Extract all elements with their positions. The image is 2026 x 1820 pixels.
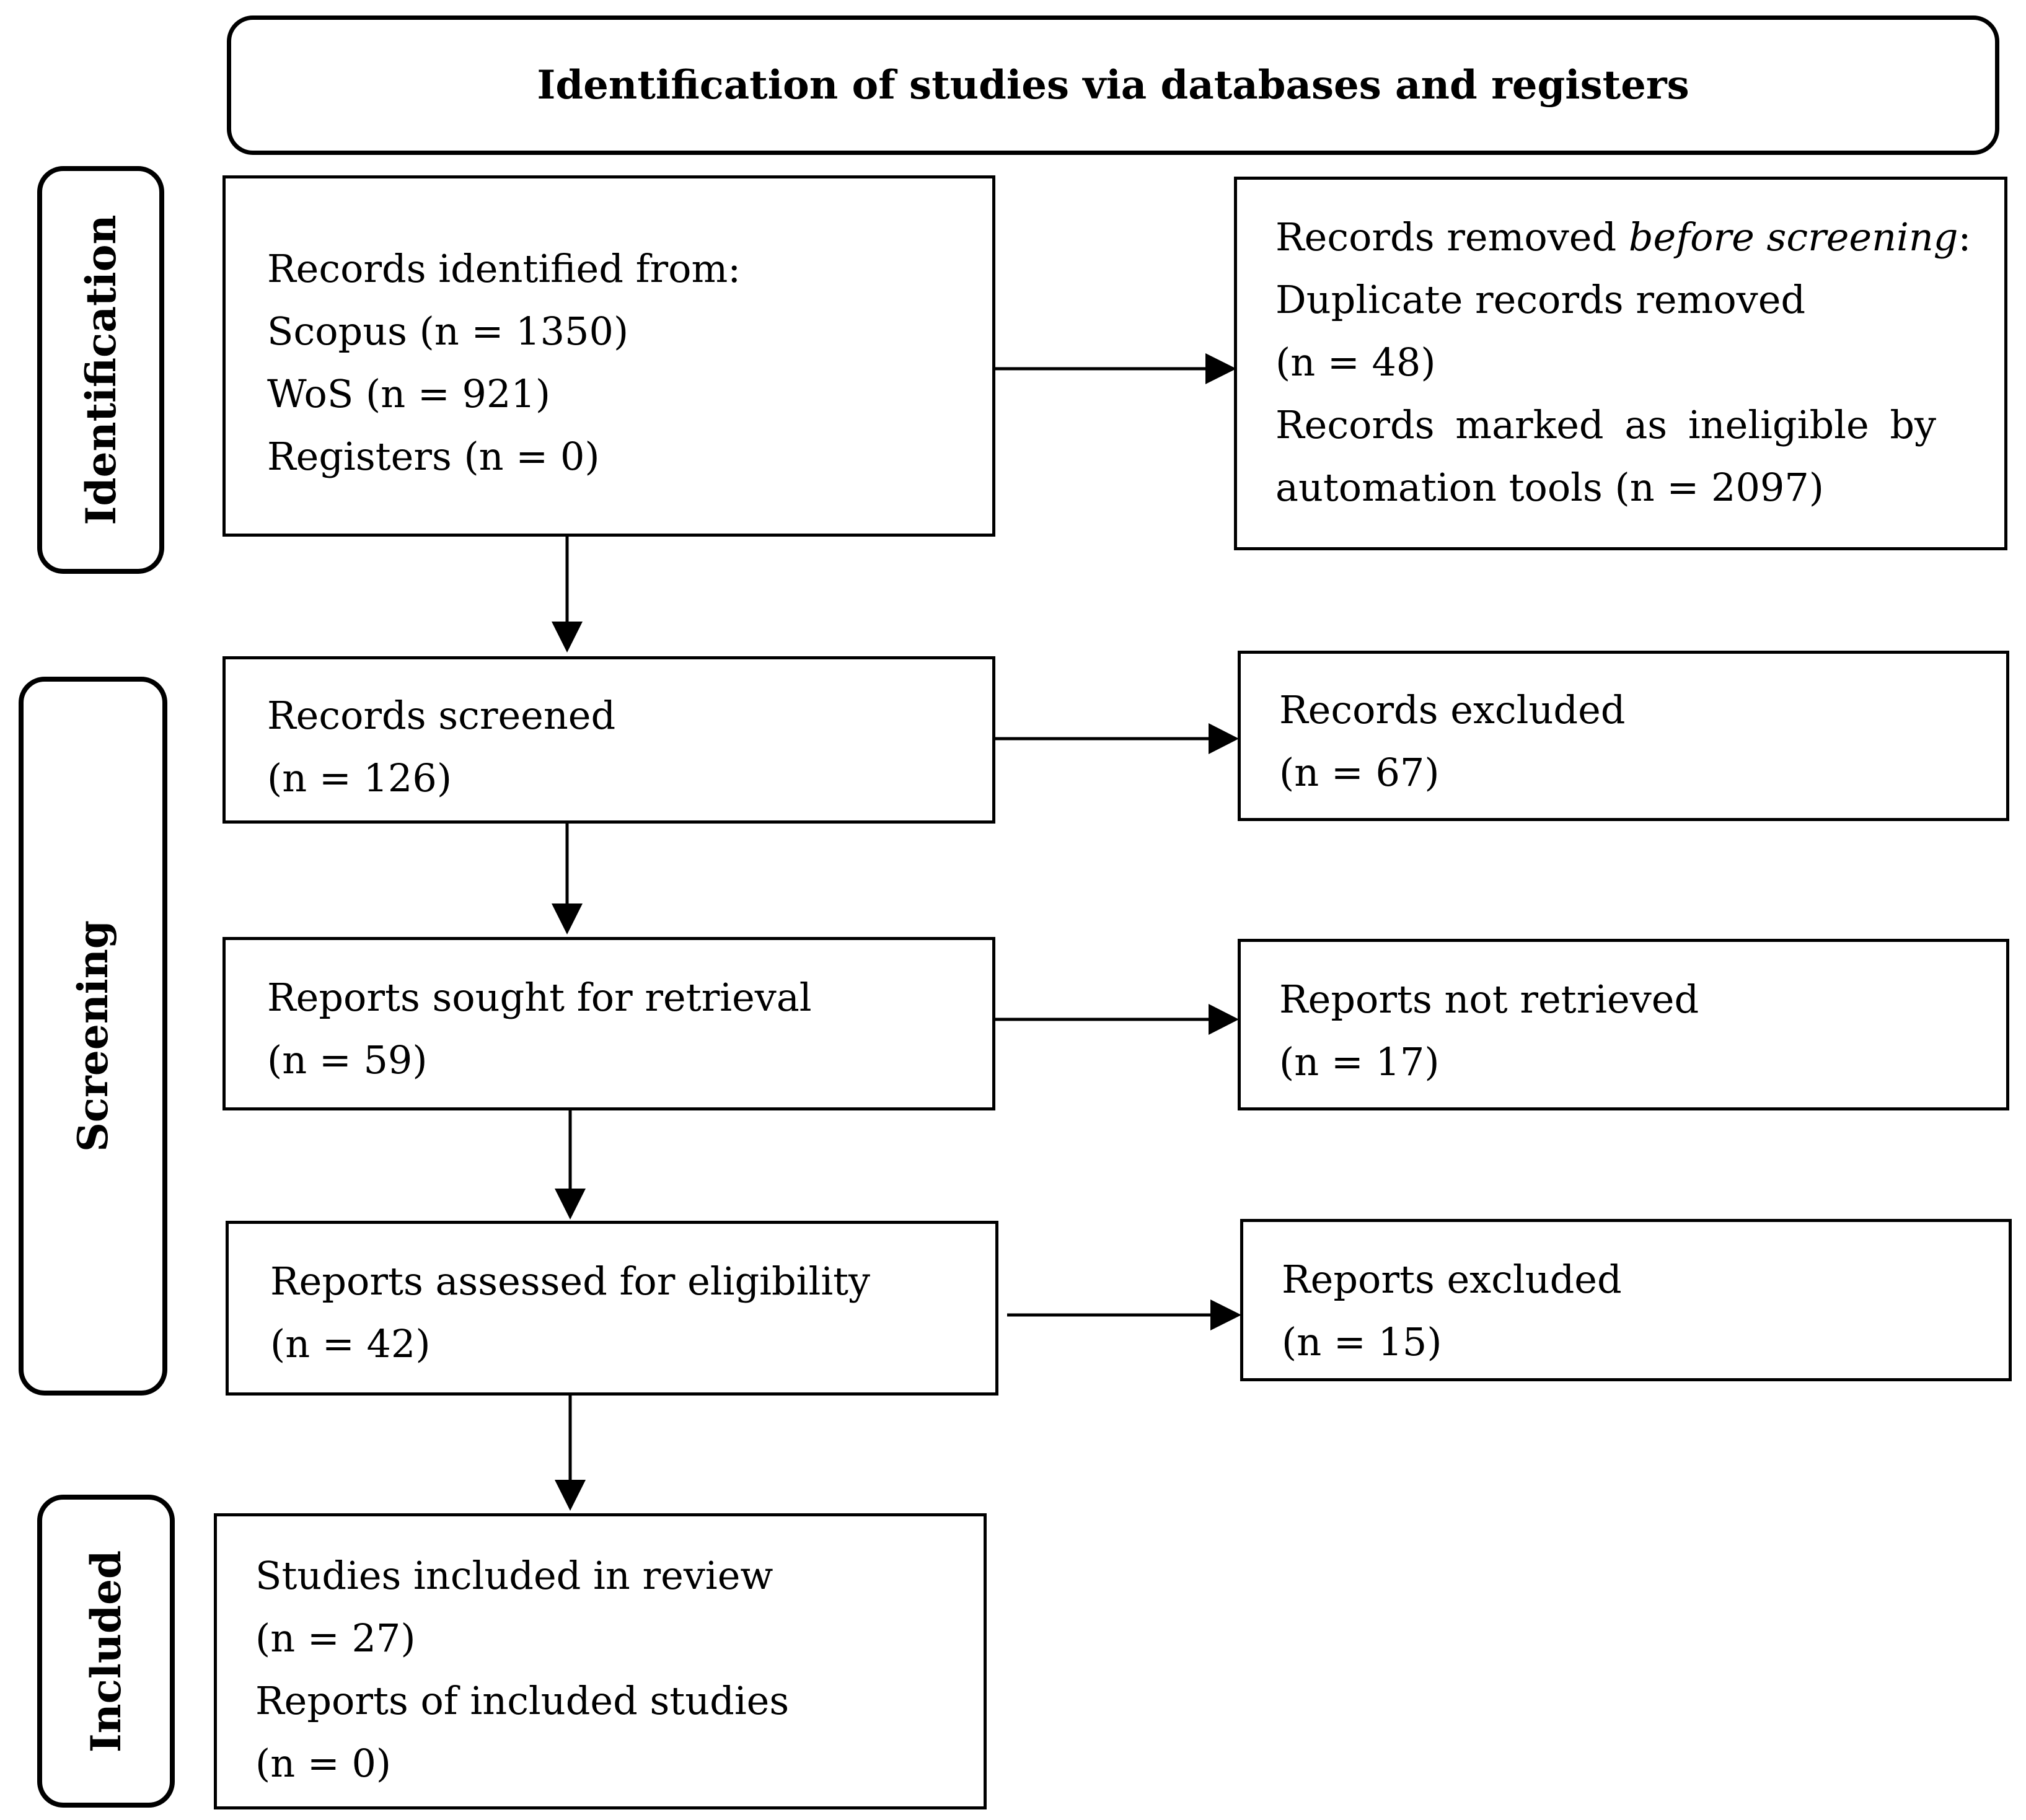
reports-assessed-box: Reports assessed for eligibility (n = 42… bbox=[226, 1221, 998, 1396]
excluded-label: Records excluded bbox=[1279, 687, 1626, 732]
included-studies-label: Studies included in review bbox=[255, 1553, 773, 1598]
phase-identification: Identification bbox=[37, 166, 164, 574]
phase-screening: Screening bbox=[19, 677, 167, 1396]
reports-excluded-box: Reports excluded (n = 15) bbox=[1240, 1219, 2012, 1381]
not-retrieved-label: Reports not retrieved bbox=[1279, 977, 1699, 1022]
arrowhead-sought-to-not-retrieved bbox=[1209, 1004, 1239, 1035]
reports-excluded-label: Reports excluded bbox=[1282, 1257, 1622, 1302]
removed-line-automation: automation tools (n = 2097) bbox=[1275, 465, 1824, 510]
reports-not-retrieved-box: Reports not retrieved (n = 17) bbox=[1238, 939, 2009, 1110]
identified-line-scopus: Scopus (n = 1350) bbox=[267, 309, 629, 354]
records-screened-box: Records screened (n = 126) bbox=[222, 656, 995, 824]
included-reports-count: (n = 0) bbox=[255, 1741, 392, 1786]
assessed-count: (n = 42) bbox=[270, 1321, 431, 1366]
reports-excluded-count: (n = 15) bbox=[1282, 1319, 1442, 1365]
identified-line-wos: WoS (n = 921) bbox=[267, 371, 551, 416]
screened-count: (n = 126) bbox=[267, 755, 452, 801]
not-retrieved-count: (n = 17) bbox=[1279, 1039, 1440, 1084]
arrowhead-sought-to-assessed bbox=[555, 1189, 586, 1220]
arrowhead-assessed-to-included bbox=[555, 1480, 586, 1511]
arrowhead-identified-to-screened bbox=[552, 622, 583, 653]
phase-included: Included bbox=[37, 1495, 175, 1808]
identified-line-registers: Registers (n = 0) bbox=[267, 434, 600, 479]
arrowhead-assessed-to-reports-excluded bbox=[1210, 1299, 1241, 1330]
reports-sought-box: Reports sought for retrieval (n = 59) bbox=[222, 937, 995, 1110]
removed-line-duplicates-count: (n = 48) bbox=[1275, 340, 1436, 385]
records-identified-box: Records identified from: Scopus (n = 135… bbox=[222, 175, 995, 537]
header-box: Identification of studies via databases … bbox=[227, 15, 1999, 155]
header-title: Identification of studies via databases … bbox=[537, 62, 1689, 108]
excluded-count: (n = 67) bbox=[1279, 750, 1440, 795]
removed-line-ineligible: Records marked as ineligible by bbox=[1275, 402, 1937, 447]
arrowhead-identified-to-removed bbox=[1205, 353, 1236, 384]
assessed-label: Reports assessed for eligibility bbox=[270, 1259, 871, 1304]
sought-label: Reports sought for retrieval bbox=[267, 975, 812, 1020]
sought-count: (n = 59) bbox=[267, 1037, 428, 1083]
records-excluded-box: Records excluded (n = 67) bbox=[1238, 651, 2009, 821]
removed-line-1: Records removed before screening: bbox=[1275, 214, 1971, 260]
arrowhead-screened-to-sought bbox=[552, 903, 583, 934]
studies-included-box: Studies included in review (n = 27) Repo… bbox=[214, 1513, 987, 1809]
removed-line-duplicates: Duplicate records removed bbox=[1275, 277, 1806, 322]
included-reports-label: Reports of included studies bbox=[255, 1678, 790, 1723]
records-removed-box: Records removed before screening: Duplic… bbox=[1234, 177, 2007, 550]
identified-line-1: Records identified from: bbox=[267, 246, 741, 291]
screened-label: Records screened bbox=[267, 693, 616, 738]
arrowhead-screened-to-excluded bbox=[1209, 723, 1239, 754]
included-studies-count: (n = 27) bbox=[255, 1616, 416, 1661]
